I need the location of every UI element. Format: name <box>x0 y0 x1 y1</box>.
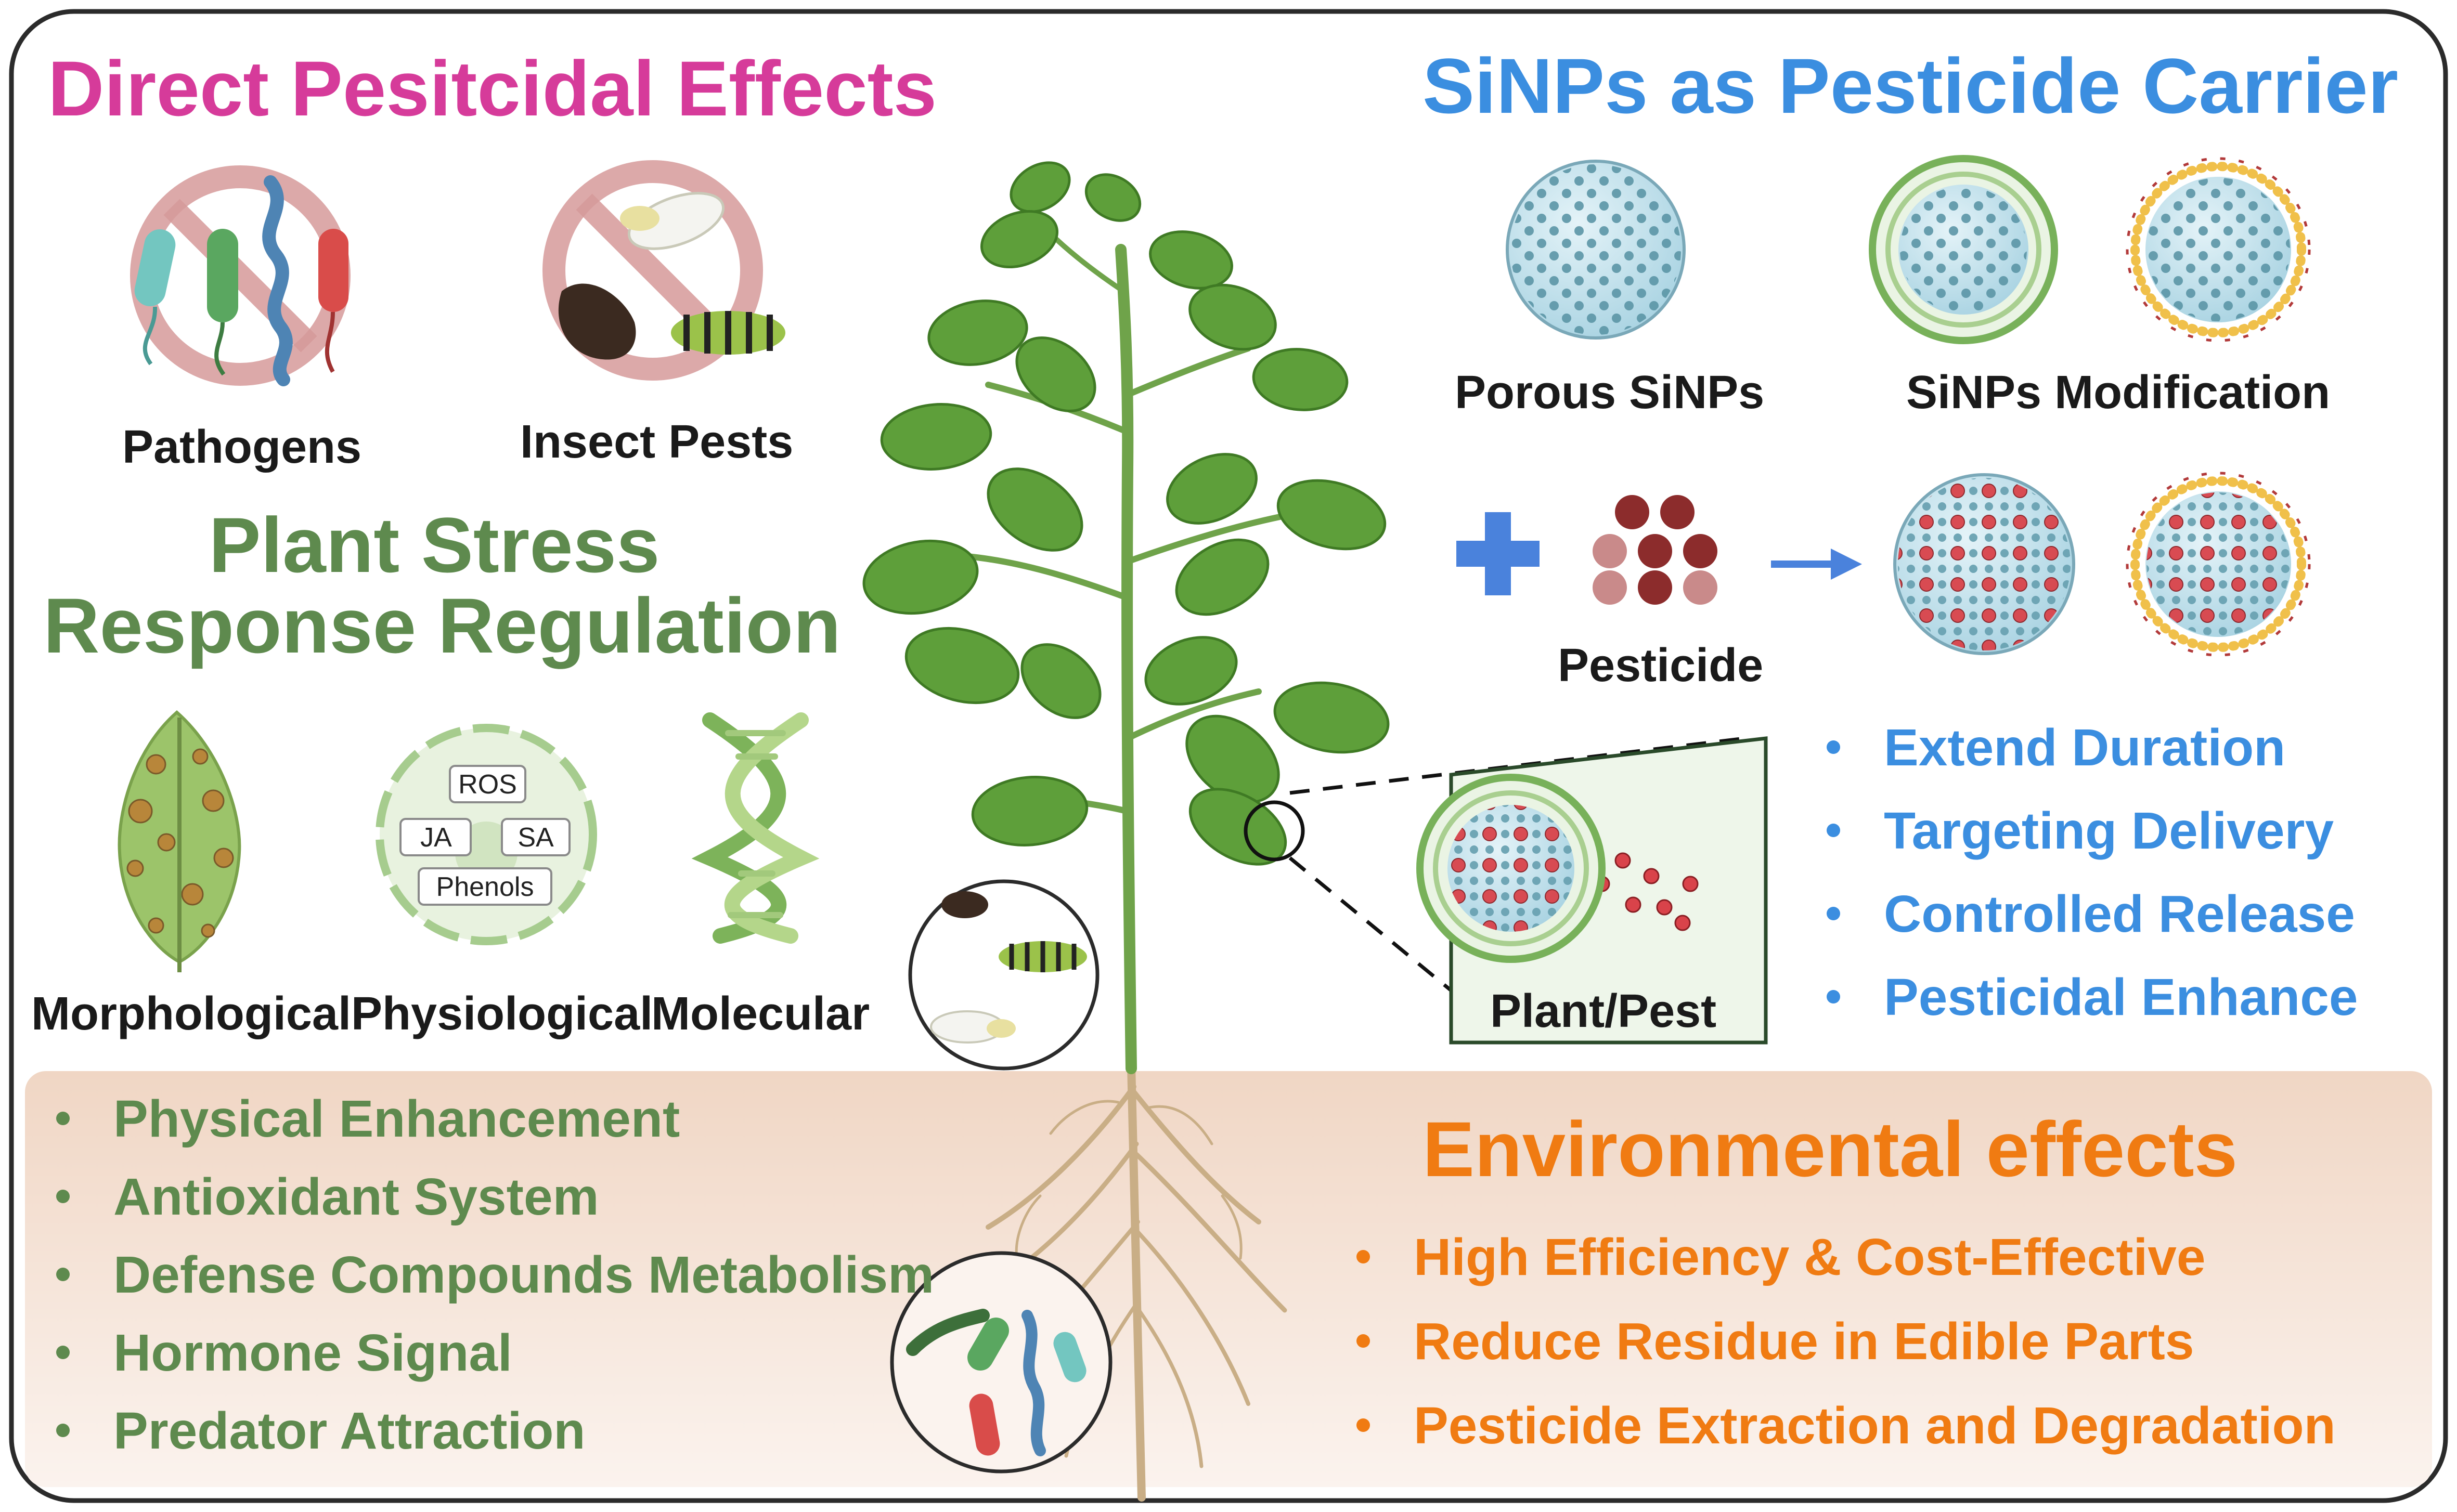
pathogens-label: Pathogens <box>122 421 362 473</box>
stress-title-line1: Plant Stress <box>209 501 660 589</box>
zoom-line-top <box>1289 736 1745 795</box>
plant-leaves <box>862 161 1390 866</box>
cell-icon <box>376 724 597 945</box>
list-item: Defense Compounds Metabolism <box>56 1249 934 1327</box>
molecular-label: Molecular <box>651 988 870 1040</box>
ja-tag: JA <box>420 823 452 853</box>
plant-pest-label: Plant/Pest <box>1490 985 1717 1037</box>
stress-title-line2: Response Regulation <box>43 582 841 669</box>
stress-response-list: Physical Enhancement Antioxidant System … <box>56 1093 934 1483</box>
list-item: Extend Duration <box>1826 722 2358 805</box>
arrow-icon <box>1771 549 1862 580</box>
soil-band <box>25 1071 2432 1487</box>
inset-microbes-circle <box>890 1251 1113 1474</box>
insect-pests-label: Insect Pests <box>520 416 794 468</box>
list-item: Antioxidant System <box>56 1171 934 1249</box>
environmental-title: Environmental effects <box>1423 1105 2238 1193</box>
environmental-list: High Efficiency & Cost-Effective Reduce … <box>1356 1231 2336 1484</box>
no-insects-icon <box>542 160 785 381</box>
morphological-label: Morphological <box>31 988 351 1040</box>
porous-nanoparticle-icon <box>1506 160 1686 340</box>
list-item: Predator Attraction <box>56 1405 934 1483</box>
zoom-line-bottom <box>1288 856 1453 992</box>
ros-tag: ROS <box>458 770 517 800</box>
sa-tag: SA <box>518 823 554 853</box>
loaded-functionalized-nanoparticle-icon <box>2126 472 2311 657</box>
list-item: Pesticidal Enhance <box>1826 971 2358 1054</box>
list-item: Controlled Release <box>1826 888 2358 971</box>
plus-icon <box>1456 512 1540 595</box>
spotted-leaf-icon <box>118 710 241 972</box>
porous-sinps-label: Porous SiNPs <box>1455 367 1765 419</box>
list-item: Physical Enhancement <box>56 1093 934 1171</box>
pesticide-dots-icon <box>1593 495 1717 605</box>
direct-effects-title: Direct Pesitcidal Effects <box>48 45 937 132</box>
list-item: Hormone Signal <box>56 1327 934 1405</box>
list-item: High Efficiency & Cost-Effective <box>1356 1231 2336 1315</box>
list-item: Pesticide Extraction and Degradation <box>1356 1400 2336 1484</box>
functionalized-nanoparticle-icon <box>2126 157 2311 342</box>
sinps-modification-label: SiNPs Modification <box>1906 367 2331 419</box>
carrier-benefits-list: Extend Duration Targeting Delivery Contr… <box>1826 722 2358 1054</box>
no-pathogens-icon <box>130 165 351 386</box>
carrier-title: SiNPs as Pesticide Carrier <box>1423 42 2399 129</box>
phenols-tag: Phenols <box>436 872 534 902</box>
list-item: Reduce Residue in Edible Parts <box>1356 1315 2336 1400</box>
inset-insects-circle <box>908 879 1100 1071</box>
pesticide-label: Pesticide <box>1558 640 1764 692</box>
loaded-nanoparticle-icon <box>1893 473 2075 655</box>
coated-nanoparticle-releasing <box>1416 774 1606 963</box>
coated-nanoparticle-icon <box>1869 155 2058 344</box>
physiological-label: Physiological <box>351 988 653 1040</box>
leaf-zoom-circle <box>1244 800 1305 862</box>
dna-icon <box>691 712 820 944</box>
list-item: Targeting Delivery <box>1826 805 2358 888</box>
